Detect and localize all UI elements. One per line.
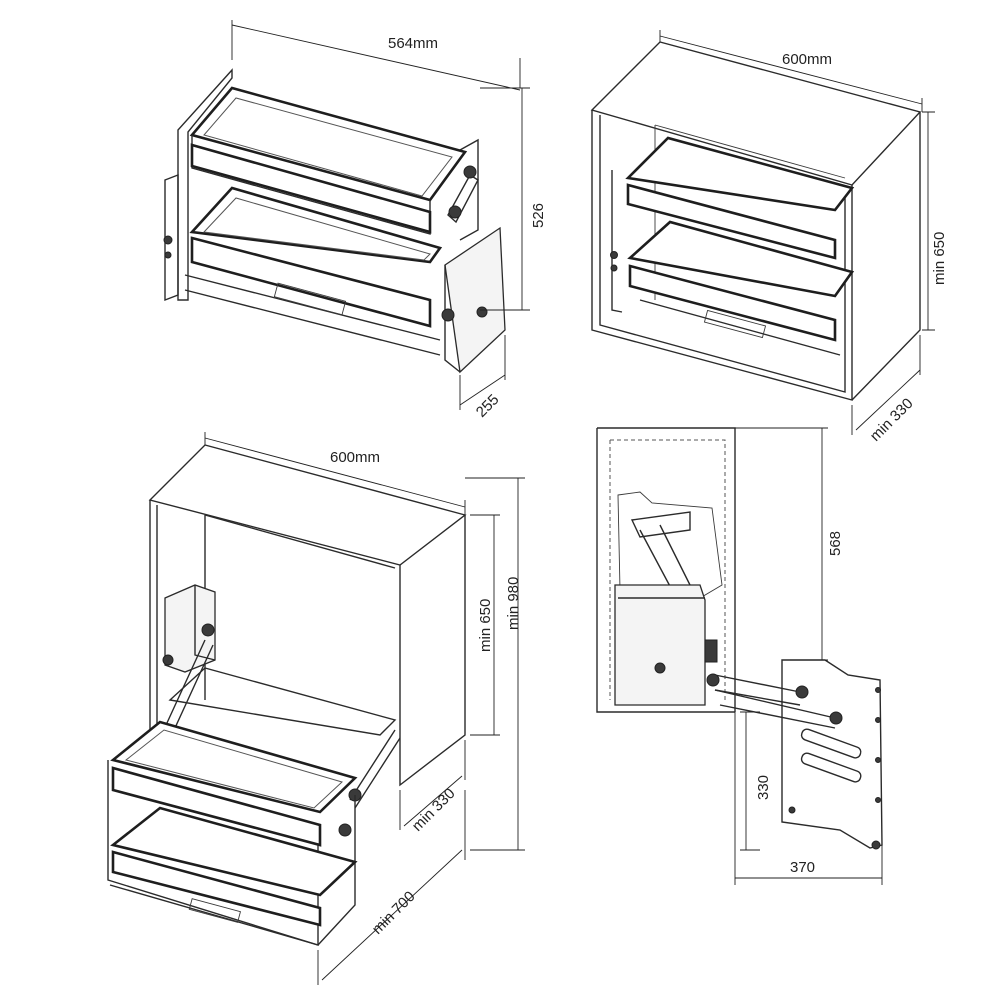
cabinet-outline-open	[148, 444, 467, 566]
lower-tray	[189, 186, 443, 264]
open-outer-height-label: min 980	[505, 577, 522, 630]
cabinet-height-label: min 650	[931, 232, 948, 285]
cabinet-width-label: 600mm	[782, 51, 832, 68]
open-inner-height-label: min 650	[477, 599, 494, 652]
upper-tray	[189, 86, 468, 202]
elevation-height-label: 568	[827, 531, 844, 556]
view-side-elevation: 568 330 370	[596, 427, 883, 885]
mechanism-panel	[444, 226, 506, 374]
height-dimension-label: 526	[530, 203, 547, 228]
elevation-lower-height-label: 330	[755, 775, 772, 800]
view-basket-standalone: 564mm 526 255	[163, 20, 547, 421]
view-basket-pulled-down: 600mm min 650 min 980 min 330 min 700	[107, 432, 525, 985]
cabinet-depth-label: min 330	[867, 395, 917, 445]
width-dimension-label: 564mm	[388, 35, 438, 52]
elevation-width-label: 370	[790, 859, 815, 876]
view-basket-in-cabinet: 600mm min 650 min 330	[590, 30, 948, 445]
side-box	[614, 584, 706, 706]
cabinet-side-section	[596, 428, 735, 713]
depth-dimension-label: 255	[473, 391, 503, 421]
open-extension-label: min 700	[369, 888, 419, 938]
open-depth-label: min 330	[409, 785, 459, 835]
open-width-label: 600mm	[330, 449, 380, 466]
